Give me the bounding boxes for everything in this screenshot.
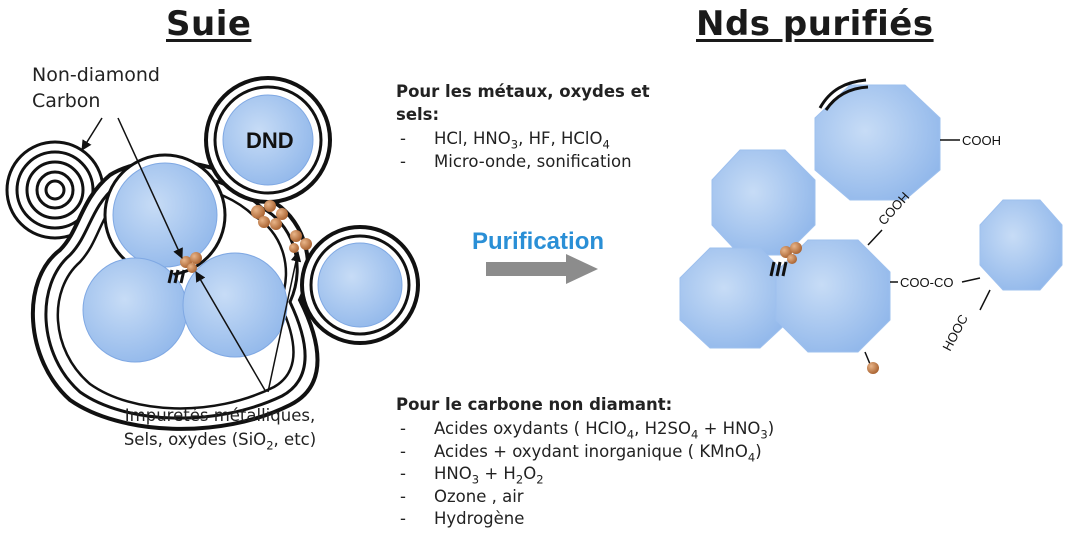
purification-label: Purification [472, 228, 605, 255]
nanodiamond-left-lower [679, 247, 791, 349]
carbon-heading: Pour le carbone non diamant: [396, 395, 673, 414]
carbon-item-kmno4: Acides + oxydant inorganique ( KMnO4) [396, 441, 774, 464]
diamond-particle [112, 162, 218, 268]
metals-heading-line1: Pour les métaux, oxydes et [396, 82, 650, 101]
carbon-item-ozone: Ozone , air [396, 486, 774, 509]
nanodiamond-right [979, 199, 1063, 291]
soot-aggregate: DND [5, 76, 420, 431]
metals-treatment-block: Pour les métaux, oxydes et sels: HCl, HN… [396, 80, 650, 173]
diamond-particle [182, 252, 288, 358]
impurities-line2: Sels, oxydes (SiO2, etc) [123, 430, 317, 453]
non-diamond-label-line2: Carbon [32, 90, 101, 112]
dnd-particle [222, 94, 314, 186]
non-diamond-carbon-label: Non-diamond Carbon [32, 62, 160, 114]
nanodiamond-top [814, 84, 941, 201]
impurity-cluster [180, 200, 312, 273]
dnd-label: DND [246, 128, 294, 153]
purified-nds-title: Nds purifiés [696, 4, 934, 44]
hooc-group: HOOC [939, 312, 971, 353]
impurities-caption: Impuretés métalliques, Sels, oxydes (SiO… [92, 404, 348, 452]
metals-item-microwave: Micro-onde, sonification [396, 151, 650, 174]
cooh-group: COOH [962, 133, 1001, 148]
impurities-line1: Impuretés métalliques, [124, 406, 316, 425]
coo-co-group: COO-CO [900, 275, 953, 290]
carbon-item-hno3-h2o2: HNO3 + H2O2 [396, 463, 774, 486]
metals-heading-line2: sels: [396, 105, 440, 124]
soot-title: Suie [166, 4, 252, 44]
carbon-treatment-block: Pour le carbone non diamant: Acides oxyd… [396, 393, 774, 531]
carbon-item-hydrogen: Hydrogène [396, 508, 774, 531]
carbon-item-oxidizing-acids: Acides oxydants ( HClO4, H2SO4 + HNO3) [396, 418, 774, 441]
metals-item-acids: HCl, HNO3, HF, HClO4 [396, 128, 650, 151]
non-diamond-label-line1: Non-diamond [32, 64, 160, 86]
nanodiamond-left-upper [711, 149, 816, 256]
nanodiamond-center [775, 239, 891, 353]
purified-nanodiamonds: COOH COOH COO-CO HOOC [679, 78, 1063, 374]
purification-arrow [486, 254, 598, 284]
